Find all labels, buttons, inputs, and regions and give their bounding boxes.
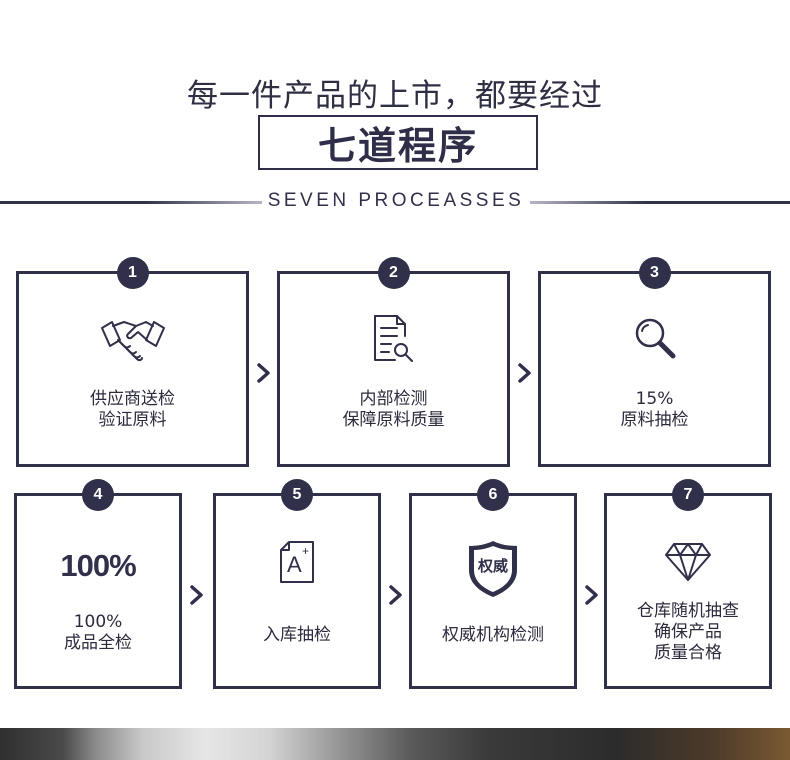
step-card-1: 1 供应商送检 验证原料: [16, 257, 249, 467]
handshake-icon: [19, 318, 246, 364]
a-plus-document-icon: A +: [216, 540, 378, 584]
step-label-line: 100%: [73, 612, 123, 632]
section-title: 七道程序: [317, 124, 478, 168]
step-card-5: 5 A + 入库抽检: [213, 479, 381, 689]
document-search-icon: [280, 314, 507, 362]
step-label-line: 确保产品: [654, 622, 722, 642]
percent-badge-text: 100%: [60, 548, 136, 583]
chevron-right-icon: [517, 363, 533, 383]
step-card-7: 7 仓库随机抽查 确保产品 质量合格: [604, 479, 772, 689]
plus-icon: +: [302, 544, 310, 558]
step-label-line: 入库抽检: [263, 625, 331, 645]
step-label: 100% 成品全检: [17, 612, 179, 654]
step-card-6: 6 权威 权威机构检测: [409, 479, 577, 689]
step-number-badge: 4: [82, 479, 114, 511]
step-number-badge: 6: [477, 479, 509, 511]
step-card-2: 2 内部检测 保障原料质量: [277, 257, 510, 467]
step-label: 仓库随机抽查 确保产品 质量合格: [607, 601, 769, 664]
chevron-right-icon: [388, 585, 404, 605]
shield-icon: 权威: [412, 540, 574, 598]
a-letter: A: [287, 552, 302, 577]
chevron-right-icon: [256, 363, 272, 383]
step-number-badge: 3: [638, 257, 671, 289]
step-label: 权威机构检测: [412, 625, 574, 646]
step-number-badge: 2: [377, 257, 410, 289]
percent-badge: 100%: [17, 548, 179, 584]
step-label-line: 原料抽检: [620, 410, 689, 430]
step-label-line: 成品全检: [64, 633, 132, 653]
step-card-3: 3 15% 原料抽检: [538, 257, 771, 467]
step-label: 入库抽检: [216, 625, 378, 646]
chevron-right-icon: [584, 585, 600, 605]
step-label-line: 权威机构检测: [442, 625, 544, 645]
step-label: 15% 原料抽检: [541, 389, 768, 431]
section-title-box: 七道程序: [258, 115, 538, 170]
step-label: 供应商送检 验证原料: [19, 389, 246, 431]
divider-right: [530, 201, 790, 204]
step-label-line: 保障原料质量: [342, 410, 445, 430]
magnifier-icon: [541, 316, 768, 360]
bottom-photo-strip: [0, 728, 790, 760]
step-card-4: 4 100% 100% 成品全检: [14, 479, 182, 689]
section-subtitle: 每一件产品的上市，都要经过: [187, 78, 603, 114]
diamond-icon: [607, 542, 769, 582]
step-number-badge: 1: [116, 257, 149, 289]
step-label-line: 内部检测: [359, 389, 428, 409]
chevron-right-icon: [189, 585, 205, 605]
english-title: SEVEN PROCEASSES: [267, 190, 525, 211]
step-label-line: 质量合格: [654, 643, 722, 663]
shield-text: 权威: [477, 557, 508, 575]
step-label-line: 15%: [635, 389, 674, 409]
step-label-line: 供应商送检: [90, 389, 175, 409]
step-label: 内部检测 保障原料质量: [280, 389, 507, 431]
step-number-badge: 7: [672, 479, 704, 511]
divider-left: [0, 201, 262, 204]
step-number-badge: 5: [281, 479, 313, 511]
step-label-line: 仓库随机抽查: [637, 601, 739, 621]
step-label-line: 验证原料: [98, 410, 167, 430]
